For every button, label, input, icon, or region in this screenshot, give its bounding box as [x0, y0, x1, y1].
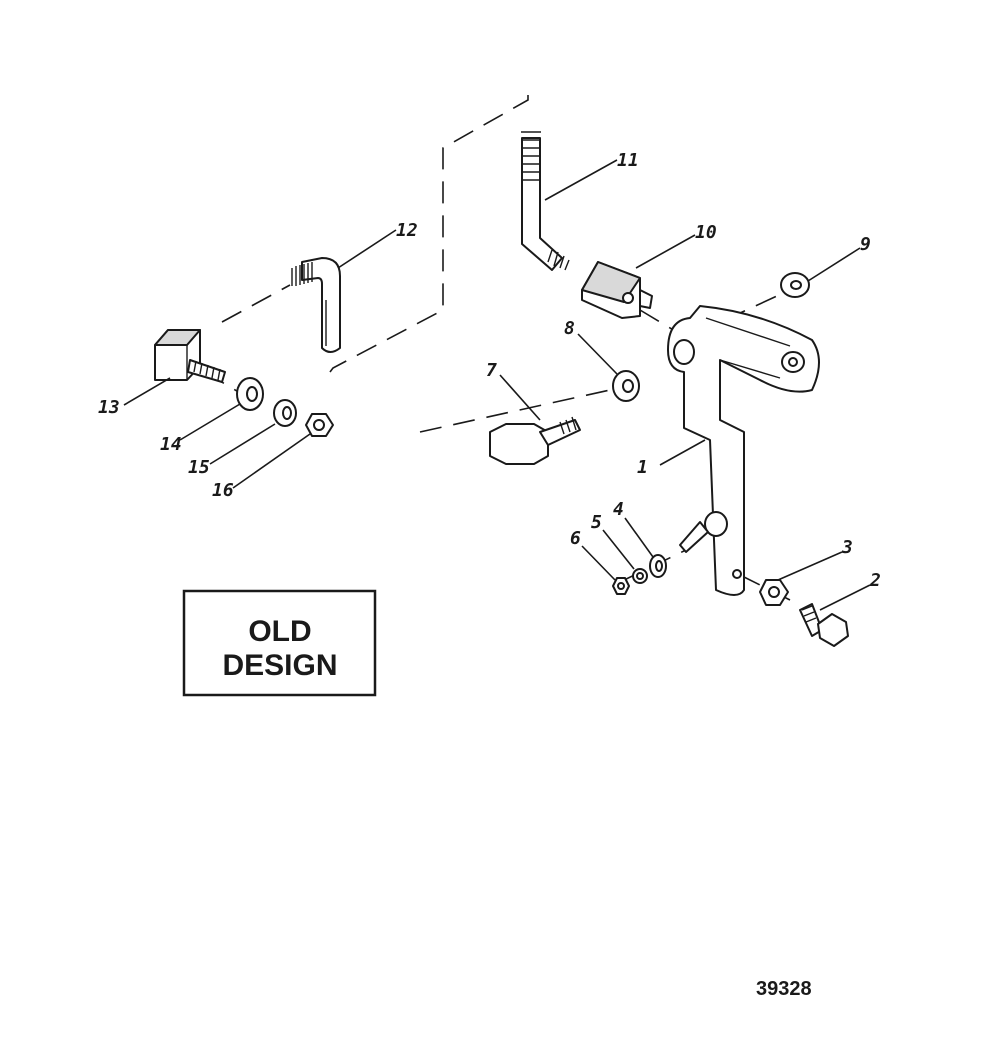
hex-nut-part-3	[759, 579, 789, 606]
bolt-part-2	[799, 603, 849, 647]
figure-number: 39328	[756, 978, 812, 1000]
lever-part-1	[667, 305, 820, 596]
elbow-rod-part-12	[291, 257, 341, 353]
callout-9: 9	[860, 234, 871, 255]
callout-5: 5	[591, 512, 602, 533]
callout-11: 11	[617, 150, 639, 171]
callout-8: 8	[564, 318, 575, 339]
shoulder-bolt-part-7	[489, 416, 581, 465]
callout-7: 7	[486, 360, 497, 381]
washer-part-14	[236, 377, 264, 411]
washer-part-8	[612, 370, 640, 402]
old-design-line1: OLD	[248, 615, 311, 648]
callout-2: 2	[869, 570, 881, 591]
nut-part-16	[305, 413, 334, 437]
callout-15: 15	[188, 457, 210, 478]
washer-part-9	[780, 272, 810, 298]
callout-12: 12	[396, 220, 418, 241]
callout-13: 13	[98, 397, 120, 418]
leader-lines	[123, 159, 871, 611]
callout-10: 10	[695, 222, 717, 243]
old-design-box: OLD DESIGN	[182, 589, 377, 697]
nut-part-4	[649, 554, 667, 578]
nut-part-6	[612, 577, 630, 595]
callout-3: 3	[841, 537, 853, 558]
old-design-line2: DESIGN	[222, 649, 337, 682]
callout-4: 4	[613, 499, 624, 520]
square-block-part-13	[154, 329, 226, 383]
block-part-10	[581, 261, 653, 319]
callout-1: 1	[637, 457, 648, 478]
lockwasher-part-15	[273, 399, 297, 427]
callout-6: 6	[570, 528, 581, 549]
callout-14: 14	[160, 434, 182, 455]
l-rod-part-11	[521, 131, 570, 271]
callout-numbers: 1 2 3 4 5 6 7 8 9 10 11 12 13 14 15 16	[98, 150, 881, 591]
callout-16: 16	[212, 480, 234, 501]
washer-part-5	[632, 568, 648, 584]
